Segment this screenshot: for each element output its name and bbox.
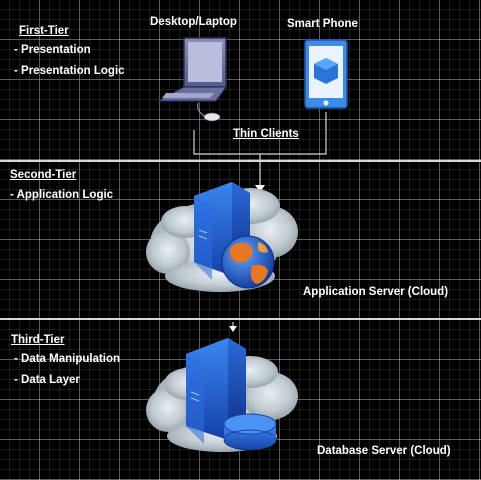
smartphone-icon: [304, 39, 348, 109]
third-tier-item: - Data Manipulation: [14, 353, 121, 365]
application-server-icon: [194, 182, 250, 280]
client-connector: [193, 112, 327, 192]
first-tier-heading: First-Tier: [19, 25, 69, 37]
tier-divider: [0, 160, 481, 162]
thin-clients-label: Thin Clients: [233, 128, 299, 140]
first-tier-item: - Presentation Logic: [14, 65, 125, 77]
tier-arrow: [229, 322, 237, 332]
tier-divider: [0, 318, 481, 320]
globe-icon: [221, 235, 275, 289]
database-server-label: Database Server (Cloud): [317, 445, 451, 457]
second-tier-item: - Application Logic: [10, 189, 114, 201]
phone-label: Smart Phone: [287, 18, 358, 30]
database-server-icon: [186, 338, 246, 444]
application-server-label: Application Server (Cloud): [303, 286, 449, 298]
second-tier-heading: Second-Tier: [10, 169, 77, 181]
third-tier-heading: Third-Tier: [11, 334, 65, 346]
database-disk-icon: [223, 413, 277, 451]
laptop-icon: [157, 37, 228, 122]
first-tier-item: - Presentation: [14, 44, 91, 56]
desktop-label: Desktop/Laptop: [150, 16, 237, 28]
third-tier-item: - Data Layer: [14, 374, 80, 386]
